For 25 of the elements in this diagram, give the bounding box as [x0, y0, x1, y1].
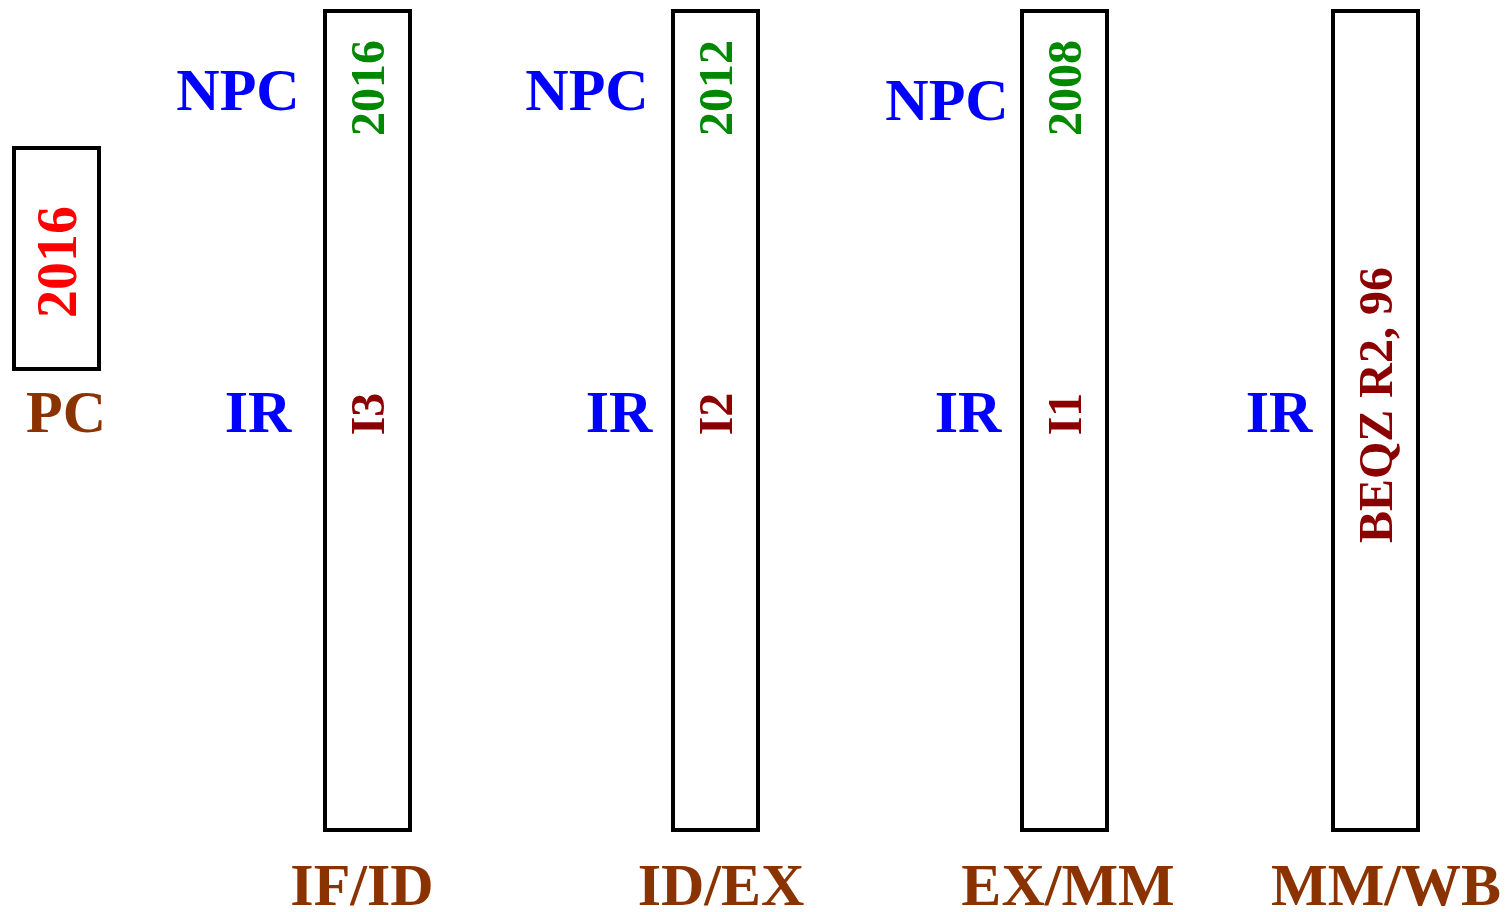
npc-value: 2008	[1040, 40, 1089, 136]
register-label: IR	[585, 382, 653, 442]
stage-label: EX/MM	[961, 855, 1175, 912]
register-box	[1020, 9, 1109, 832]
stage-label: IF/ID	[290, 855, 434, 912]
stage-label: ID/EX	[637, 855, 805, 912]
npc-value: 2016	[343, 40, 392, 136]
instruction-text: I2	[691, 392, 740, 436]
register-box	[1331, 9, 1420, 832]
instruction-text: BEQZ R2, 96	[1351, 267, 1400, 543]
register-label: IR	[1245, 382, 1313, 442]
register-label: IR	[224, 382, 292, 442]
npc-value: 2012	[691, 40, 740, 136]
stage-label: MM/WB	[1271, 855, 1501, 912]
register-label: IR	[934, 382, 1002, 442]
register-label: NPC	[525, 60, 649, 120]
register-label: NPC	[885, 70, 1009, 130]
instruction-text: I1	[1040, 392, 1089, 436]
register-label: PC	[26, 382, 106, 442]
pc-value: 2016	[28, 206, 85, 318]
register-label: NPC	[176, 60, 300, 120]
register-box	[12, 146, 101, 371]
register-box	[323, 9, 412, 832]
register-box	[671, 9, 760, 832]
instruction-text: I3	[343, 392, 392, 436]
